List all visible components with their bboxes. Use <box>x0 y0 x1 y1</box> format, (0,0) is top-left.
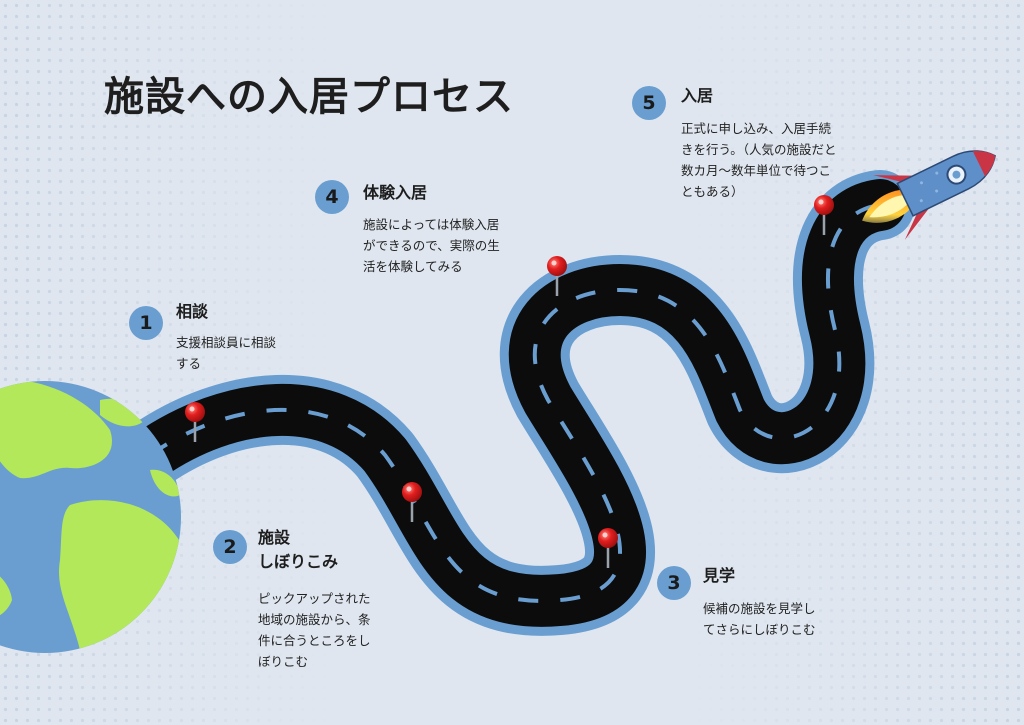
step-5-description-line: 正式に申し込み、入居手続 <box>681 121 832 136</box>
map-pins <box>185 195 834 568</box>
step-3-description-line: てさらにしぼりこむ <box>703 622 816 637</box>
step-3-title: 見学 <box>703 566 736 585</box>
step-5-description-line: きを行う。（人気の施設だと <box>681 142 837 157</box>
step-5-number-badge: 5 <box>632 86 666 120</box>
step-4-number-badge: 4 <box>315 180 349 214</box>
step-2-description: ピックアップされた 地域の施設から、条 件に合うところをし ぼりこむ <box>258 588 371 672</box>
step-4-description-line: 活を体験してみる <box>363 259 463 274</box>
rocket-icon <box>862 150 996 240</box>
step-3-description: 候補の施設を見学し てさらにしぼりこむ <box>703 598 816 640</box>
step-4-description-line: ができるので、実際の生 <box>363 238 500 253</box>
step-5-description-line: 数カ月〜数年単位で待つこ <box>681 163 832 178</box>
step-2-description-line: 件に合うところをし <box>258 633 371 648</box>
step-1-description-line: する <box>176 356 202 371</box>
step-3-description-line: 候補の施設を見学し <box>703 601 816 616</box>
step-1-title: 相談 <box>176 302 209 321</box>
step-2-number-badge: 2 <box>213 530 247 564</box>
step-2-description-line: 地域の施設から、条 <box>258 612 371 627</box>
earth-icon <box>0 381 181 653</box>
map-pin-icon <box>402 482 422 522</box>
map-pin-icon <box>547 256 567 296</box>
step-5-title: 入居 <box>681 86 714 105</box>
step-2-title: 施設 しぼりこみ <box>258 528 339 571</box>
map-pin-icon <box>814 195 834 235</box>
step-1-description-line: 支援相談員に相談 <box>176 335 277 350</box>
step-2-description-line: ピックアップされた <box>258 591 371 606</box>
step-1-description: 支援相談員に相談 する <box>176 332 276 374</box>
step-5-description-line: ともある） <box>681 184 744 199</box>
step-4-description-line: 施設によっては体験入居 <box>363 217 500 232</box>
road <box>115 170 915 636</box>
step-4-description: 施設によっては体験入居 ができるので、実際の生 活を体験してみる <box>363 214 500 277</box>
page-title: 施設への入居プロセス <box>104 74 514 120</box>
step-5-description: 正式に申し込み、入居手続 きを行う。（人気の施設だと 数カ月〜数年単位で待つこ … <box>681 118 837 202</box>
step-1-number-badge: 1 <box>129 306 163 340</box>
step-4-title: 体験入居 <box>363 183 428 202</box>
step-3-number-badge: 3 <box>657 566 691 600</box>
map-pin-icon <box>598 528 618 568</box>
step-2-description-line: ぼりこむ <box>258 654 309 669</box>
map-pin-icon <box>185 402 205 442</box>
road-center-line <box>148 203 881 603</box>
